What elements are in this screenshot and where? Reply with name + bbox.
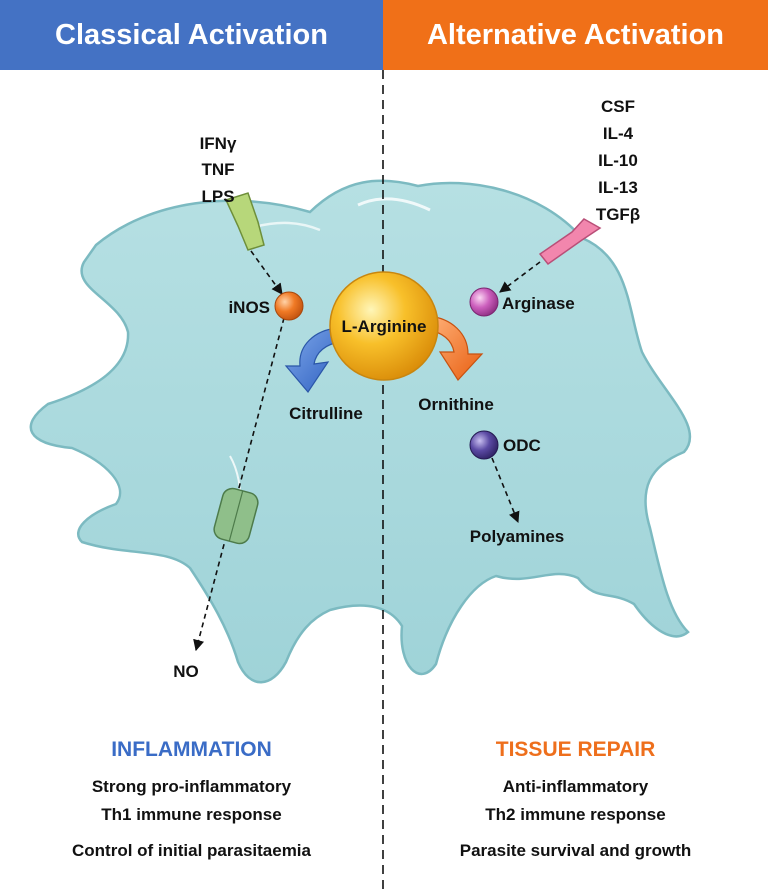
macrophage-cell	[29, 179, 692, 684]
inos-sphere	[274, 291, 304, 321]
classical-stimulus-label: LPS	[201, 187, 234, 206]
alternative-activation-title: Alternative Activation	[426, 18, 725, 51]
arginase-label: Arginase	[502, 294, 575, 313]
classical-stimulus-label: IFNγ	[200, 134, 237, 153]
citrulline-conversion-arrow	[284, 327, 341, 393]
tissue-repair-line: Anti-inflammatory	[502, 777, 649, 796]
inos-label: iNOS	[228, 298, 270, 317]
inflammation-summary: INFLAMMATION Strong pro-inflammatory Th1…	[0, 735, 383, 865]
classical-receptor	[224, 192, 265, 251]
inflammation-line: Strong pro-inflammatory	[91, 777, 292, 796]
tissue-repair-summary: TISSUE REPAIR Anti-inflammatory Th2 immu…	[383, 735, 768, 865]
no-export-arrow	[193, 317, 285, 652]
l-arginine-label: L-Arginine	[342, 317, 427, 336]
tissue-repair-line: Th2 immune response	[485, 805, 666, 824]
odc-sphere	[469, 430, 499, 460]
ornithine-label: Ornithine	[418, 395, 494, 414]
alternative-stimulus-label: TGFβ	[596, 205, 640, 224]
l-arginine-sphere	[329, 271, 439, 381]
classical-activation-header: Classical Activation	[0, 0, 383, 70]
inflammation-title: INFLAMMATION	[111, 738, 272, 761]
alternative-stimulus-label: IL-4	[603, 124, 634, 143]
odc-to-polyamines-arrow	[491, 457, 520, 524]
alternative-receptor	[538, 218, 602, 266]
odc-label: ODC	[503, 436, 541, 455]
alternative-stimulus-label: IL-13	[598, 178, 638, 197]
alternative-stimulus-label: CSF	[601, 97, 635, 116]
membrane-channel	[213, 487, 259, 545]
citrulline-label: Citrulline	[289, 404, 363, 423]
alternative-stimulus-label: IL-10	[598, 151, 638, 170]
tissue-repair-title: TISSUE REPAIR	[495, 738, 656, 761]
arginase-sphere	[469, 287, 499, 317]
classical-stimulus-label: TNF	[201, 160, 234, 179]
inflammation-outcome: Control of initial parasitaemia	[72, 841, 311, 860]
no-label: NO	[173, 662, 199, 681]
polyamines-label: Polyamines	[470, 527, 565, 546]
inflammation-line: Th1 immune response	[101, 805, 282, 824]
ornithine-conversion-arrow	[427, 315, 484, 381]
classical-activation-title: Classical Activation	[55, 18, 328, 51]
alternative-activation-header: Alternative Activation	[383, 0, 768, 70]
tissue-repair-outcome: Parasite survival and growth	[459, 841, 692, 860]
